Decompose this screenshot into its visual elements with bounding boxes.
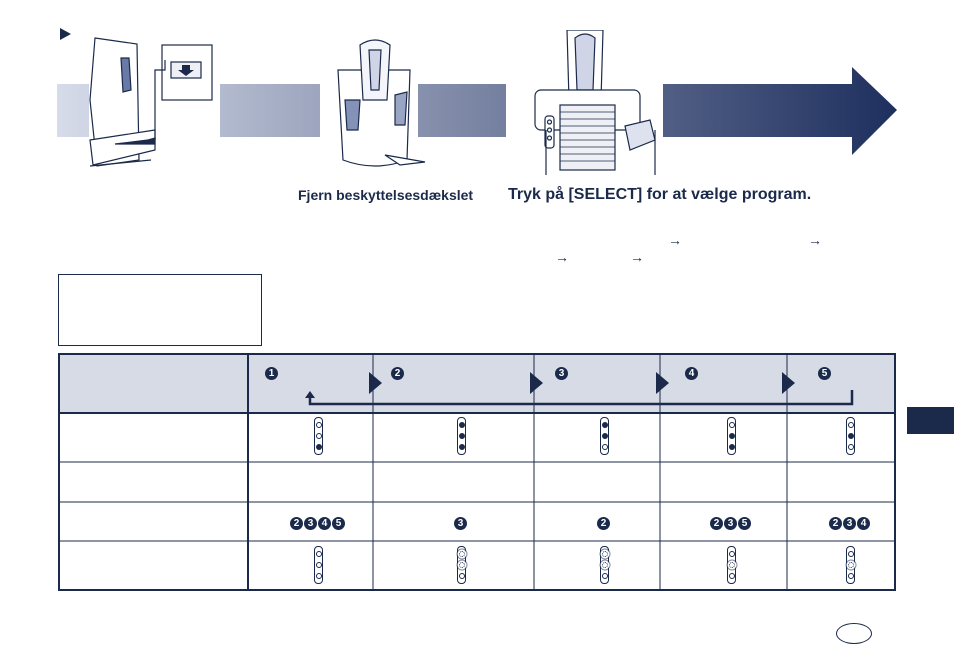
led-dot-off [458, 573, 465, 579]
led-dot-off [601, 573, 608, 579]
led-dot-blink [728, 562, 735, 568]
led-indicator-icon [600, 546, 609, 584]
led-dot-blink [601, 551, 608, 557]
led-dot-on [458, 422, 465, 428]
arrow-icon: → [808, 232, 822, 248]
program-number-badge: 2 [290, 517, 303, 530]
led-dot-on [601, 422, 608, 428]
led-dot-off [728, 573, 735, 579]
led-dot-off [847, 444, 854, 450]
led-indicator-icon [457, 546, 466, 584]
program-number-badge: 5 [738, 517, 751, 530]
led-indicator-icon [727, 546, 736, 584]
program-number-badge: 4 [318, 517, 331, 530]
program-number-badge: 5 [818, 367, 831, 380]
program-badge-group: 3 [454, 513, 468, 530]
program-number-badge: 3 [843, 517, 856, 530]
program-number-badge: 5 [332, 517, 345, 530]
led-dot-blink [458, 551, 465, 557]
language-oval-icon [836, 623, 872, 644]
program-number-badge: 1 [265, 367, 278, 380]
program-number-badge: 2 [391, 367, 404, 380]
shaver-station-drawing [337, 39, 426, 167]
program-number-badge: 4 [857, 517, 870, 530]
select-program-caption: Tryk på [SELECT] for at vælge program. [508, 186, 812, 203]
play-arrow-icon [530, 372, 543, 394]
led-dot-off [315, 562, 322, 568]
program-number-badge: 2 [597, 517, 610, 530]
play-arrow-icon [369, 372, 382, 394]
led-indicator-icon [457, 417, 466, 455]
led-dot-blink [847, 562, 854, 568]
led-dot-off [601, 444, 608, 450]
led-dot-off [847, 551, 854, 557]
led-dot-off [315, 422, 322, 428]
led-dot-on [315, 444, 322, 450]
led-dot-off [847, 573, 854, 579]
led-dot-off [315, 551, 322, 557]
arrow-icon: → [555, 249, 569, 265]
led-dot-on [458, 444, 465, 450]
language-tab [907, 407, 954, 434]
play-arrow-icon [782, 372, 795, 394]
led-dot-on [847, 433, 854, 439]
charger-plug-drawing [89, 37, 213, 167]
led-dot-off [728, 422, 735, 428]
led-indicator-icon [314, 417, 323, 455]
led-dot-on [728, 444, 735, 450]
program-badge-group: 2 [597, 513, 611, 530]
led-indicator-icon [600, 417, 609, 455]
led-dot-on [458, 433, 465, 439]
program-number-badge: 3 [724, 517, 737, 530]
program-number-badge: 3 [304, 517, 317, 530]
program-number-badge: 2 [710, 517, 723, 530]
led-dot-off [315, 433, 322, 439]
remove-cap-caption: Fjern beskyttelsesdækslet [298, 187, 474, 203]
program-number-badge: 2 [829, 517, 842, 530]
program-number-badge: 3 [555, 367, 568, 380]
led-dot-off [315, 573, 322, 579]
arrow-icon: → [630, 249, 644, 265]
shaver-select-drawing [534, 30, 656, 175]
setup-illustration [57, 30, 897, 175]
table-grid-lines [58, 353, 896, 591]
program-number-badge: 3 [454, 517, 467, 530]
note-box [58, 274, 262, 346]
led-dot-off [728, 551, 735, 557]
led-dot-off [847, 422, 854, 428]
led-indicator-icon [727, 417, 736, 455]
led-indicator-icon [846, 546, 855, 584]
led-indicator-icon [846, 417, 855, 455]
led-dot-on [601, 433, 608, 439]
program-number-badge: 4 [685, 367, 698, 380]
led-indicator-icon [314, 546, 323, 584]
led-dot-on [728, 433, 735, 439]
step-triangle-icon [60, 28, 71, 40]
arrow-icon: → [668, 232, 682, 248]
play-arrow-icon [656, 372, 669, 394]
led-dot-blink [601, 562, 608, 568]
led-dot-blink [458, 562, 465, 568]
